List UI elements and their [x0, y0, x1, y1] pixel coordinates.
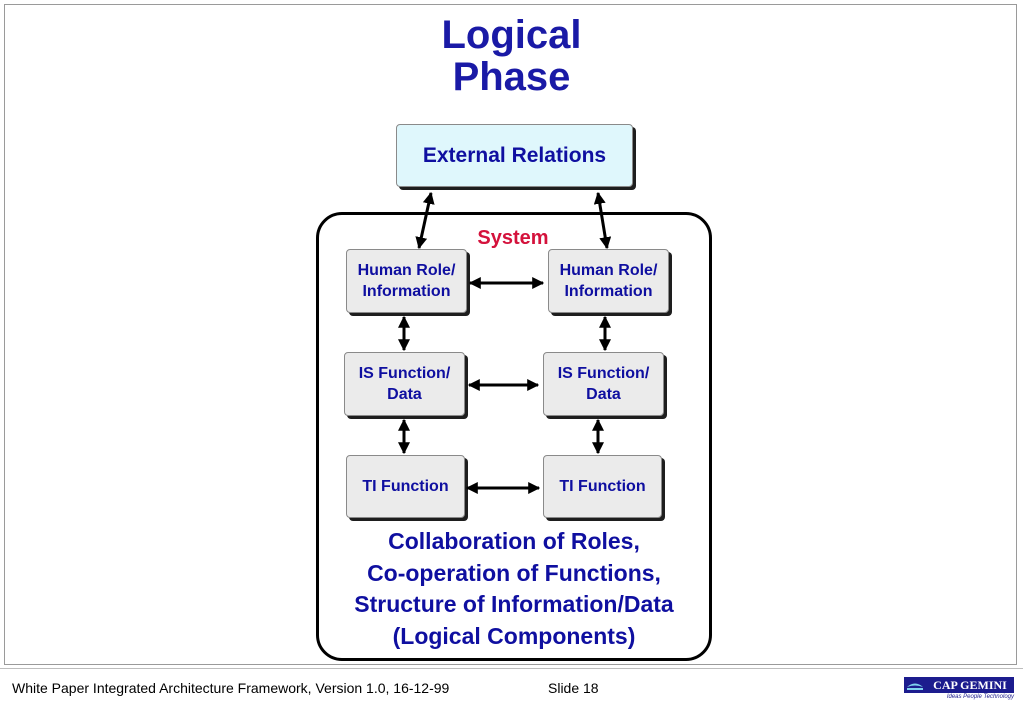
human-role-label-left-2: Information — [362, 283, 451, 300]
slide-number: Slide 18 — [548, 680, 599, 696]
human-role-box-right: Human Role/ Information — [548, 249, 669, 313]
caption-line-3: Structure of Information/Data — [354, 591, 674, 617]
is-function-label-right-1: IS Function/ — [557, 365, 650, 382]
footer-divider — [0, 668, 1023, 669]
system-caption: Collaboration of Roles, Co-operation of … — [316, 526, 712, 652]
slide-frame — [4, 4, 1017, 665]
slide-title: Logical Phase — [0, 14, 1023, 98]
ti-function-box-left: TI Function — [346, 455, 465, 518]
arrow-external-right — [593, 191, 612, 250]
human-role-box-left: Human Role/ Information — [346, 249, 467, 313]
human-role-label-right-2: Information — [564, 283, 653, 300]
ti-function-label-left: TI Function — [362, 478, 449, 495]
is-function-box-left: IS Function/ Data — [344, 352, 465, 416]
is-function-box-right: IS Function/ Data — [543, 352, 664, 416]
ship-icon — [904, 677, 926, 693]
ti-function-box-right: TI Function — [543, 455, 662, 518]
ti-function-label-right: TI Function — [559, 478, 646, 495]
caption-line-2: Co-operation of Functions, — [367, 559, 661, 586]
capgemini-logo: CAP GEMINI Ideas People Technology — [904, 676, 1016, 702]
is-function-label-right-2: Data — [586, 386, 621, 403]
is-function-label-left-1: IS Function/ — [358, 365, 451, 382]
logo-wordmark: CAP GEMINI — [926, 677, 1014, 693]
caption-line-1: Collaboration of Roles, — [388, 528, 640, 554]
title-line-1: Logical — [441, 13, 582, 57]
caption-line-4: (Logical Components) — [392, 622, 636, 649]
footer-text: White Paper Integrated Architecture Fram… — [12, 680, 450, 696]
external-relations-label: External Relations — [422, 143, 607, 167]
external-relations-box: External Relations — [396, 124, 633, 187]
logo-tagline: Ideas People Technology — [946, 694, 1014, 700]
is-function-label-left-2: Data — [387, 386, 422, 403]
human-role-label-right-1: Human Role/ — [559, 262, 658, 279]
title-line-2: Phase — [452, 55, 571, 99]
human-role-label-left-1: Human Role/ — [357, 262, 456, 279]
arrow-external-left — [415, 191, 435, 250]
system-label: System — [477, 227, 549, 249]
